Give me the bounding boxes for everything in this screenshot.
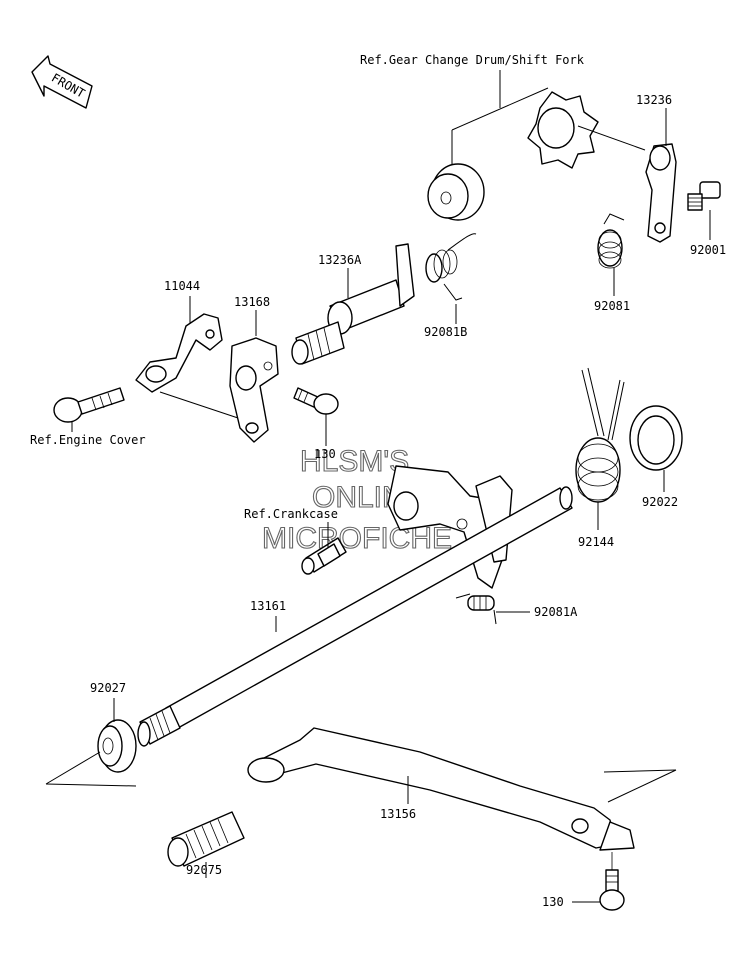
part-92144-label: 92144 [578, 535, 614, 549]
part-13156-label: 13156 [380, 807, 416, 821]
shift-drum-cam [527, 91, 646, 169]
spring-92081 [597, 213, 625, 269]
part-13236A-label: 13236A [318, 253, 362, 267]
pedal-13156 [247, 727, 635, 851]
ref-gear-drum-leader [451, 70, 549, 165]
pedal-rubber-92075 [167, 811, 245, 867]
part-92001-label: 92001 [690, 243, 726, 257]
part-92022-label: 92022 [642, 495, 678, 509]
part-92027-label: 92027 [90, 681, 126, 695]
lever-13236 [645, 143, 677, 243]
part-13168-label: 13168 [234, 295, 270, 309]
part-11044-label: 11044 [164, 279, 200, 293]
ref-engine-cover-label: Ref.Engine Cover [30, 433, 146, 447]
ref-crankcase-label: Ref.Crankcase [244, 507, 338, 521]
ref-gear-drum-label: Ref.Gear Change Drum/Shift Fork [360, 53, 585, 67]
washer-92022 [629, 405, 683, 471]
bolt-engine-cover [53, 387, 125, 432]
bolt-92001 [687, 181, 721, 211]
main-shaft-13161 [137, 486, 573, 747]
crankcase-pin [301, 537, 347, 575]
spring-92144 [575, 367, 625, 503]
shaft-13236A [291, 243, 415, 365]
spring-92081B [425, 233, 477, 301]
bolt-130-upper [293, 387, 339, 415]
part-13161-label: 13161 [250, 599, 286, 613]
bracket-11044 [135, 313, 223, 393]
watermark-line-1: HLSM'S [300, 445, 409, 478]
part-130-upper-label: 130 [314, 447, 336, 461]
part-13236-label: 13236 [636, 93, 672, 107]
part-92081B-label: 92081B [424, 325, 467, 339]
part-92075-label: 92075 [186, 863, 222, 877]
front-arrow-icon: FRONT [31, 55, 93, 109]
bolt-130-lower [599, 852, 625, 911]
clamp-arm-13168 [229, 337, 279, 443]
drum-end-cylinder [427, 163, 485, 221]
part-130-lower-label: 130 [542, 895, 564, 909]
washer-92027 [97, 719, 137, 773]
part-92081A-label: 92081A [534, 605, 578, 619]
part-92081-label: 92081 [594, 299, 630, 313]
spring-92081A [455, 593, 497, 625]
